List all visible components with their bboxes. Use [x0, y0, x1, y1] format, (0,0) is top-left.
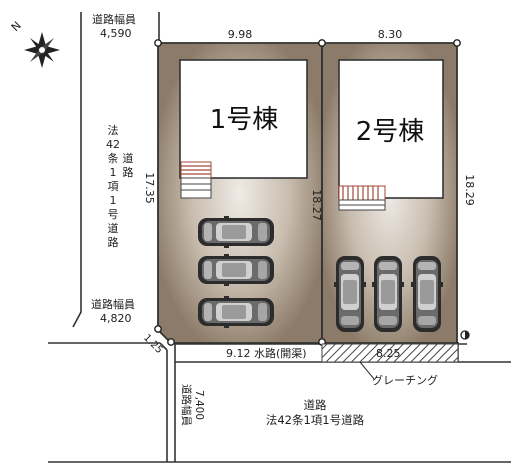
parking-car	[198, 254, 274, 286]
parking-car	[411, 256, 443, 332]
svg-text:42: 42	[106, 138, 120, 151]
lot-1-name: 1号棟	[210, 105, 279, 135]
svg-text:号: 号	[108, 208, 119, 221]
parking-car	[198, 296, 274, 328]
left-road-edge	[72, 12, 82, 328]
svg-text:条: 条	[108, 151, 119, 165]
svg-text:路: 路	[123, 166, 134, 179]
boundary-marker	[154, 39, 162, 47]
svg-text:1: 1	[110, 166, 117, 179]
boundary-marker	[154, 325, 162, 333]
svg-text:項: 項	[108, 180, 119, 193]
grating-label: グレーチング	[372, 373, 438, 387]
dimension-bottom-lot-2: 8.25	[376, 347, 401, 360]
bottom-road-type: 法42条1項1号道路	[266, 413, 365, 427]
grating-leader-line	[359, 361, 375, 380]
grating-hatch	[321, 343, 459, 363]
left-road-type-label: 法 42 条 1 項 1 号 道 路	[106, 123, 120, 249]
house-1-entrance-steps	[180, 161, 212, 199]
svg-text:1: 1	[110, 194, 117, 207]
dimension-corner-cut: 1.25	[141, 332, 165, 356]
half-marker-icon	[460, 330, 470, 340]
svg-text:路: 路	[108, 236, 119, 249]
dimension-top-lot-2: 8.30	[378, 28, 403, 41]
bottom-road-width-value: 7,400	[193, 390, 205, 420]
boundary-marker	[318, 39, 326, 47]
house-1-footprint	[179, 59, 308, 179]
parking-car	[198, 216, 274, 248]
left-road-width-value: 4,820	[100, 312, 132, 325]
left-road-width-label: 道路幅員	[91, 297, 135, 311]
boundary-marker	[167, 338, 175, 346]
dimension-right-side: 18.29	[463, 174, 476, 206]
parking-car	[372, 256, 404, 332]
parking-car	[334, 256, 366, 332]
top-road-width-value: 4,590	[100, 27, 132, 40]
dimension-bottom-lot-1: 9.12	[226, 347, 251, 360]
lot-2-name: 2号棟	[356, 117, 425, 147]
boundary-markers	[154, 39, 461, 346]
svg-text:道: 道	[123, 151, 134, 165]
svg-text:道: 道	[108, 221, 119, 235]
house-2-entrance-steps	[338, 185, 386, 211]
dimension-middle-side: 18.27	[310, 189, 323, 221]
north-arrow-icon	[24, 32, 60, 68]
bottom-road-name: 道路	[304, 398, 327, 412]
bottom-road-width-label: 道路幅員	[180, 384, 193, 426]
top-road-width-label: 道路幅員	[92, 12, 136, 26]
dimension-left-side: 17.35	[143, 172, 156, 204]
dimension-top-lot-1: 9.98	[228, 28, 253, 41]
house-2-footprint	[338, 59, 444, 199]
waterway-label: 9.12 水路(開渠)	[226, 347, 307, 360]
waterway-name: 水路(開渠)	[254, 347, 307, 360]
boundary-marker	[453, 39, 461, 47]
svg-text:法: 法	[108, 123, 119, 137]
left-road-name-label: 道 路	[123, 151, 134, 179]
compass-label: N	[9, 19, 24, 34]
corner-cut-edge	[159, 342, 168, 351]
